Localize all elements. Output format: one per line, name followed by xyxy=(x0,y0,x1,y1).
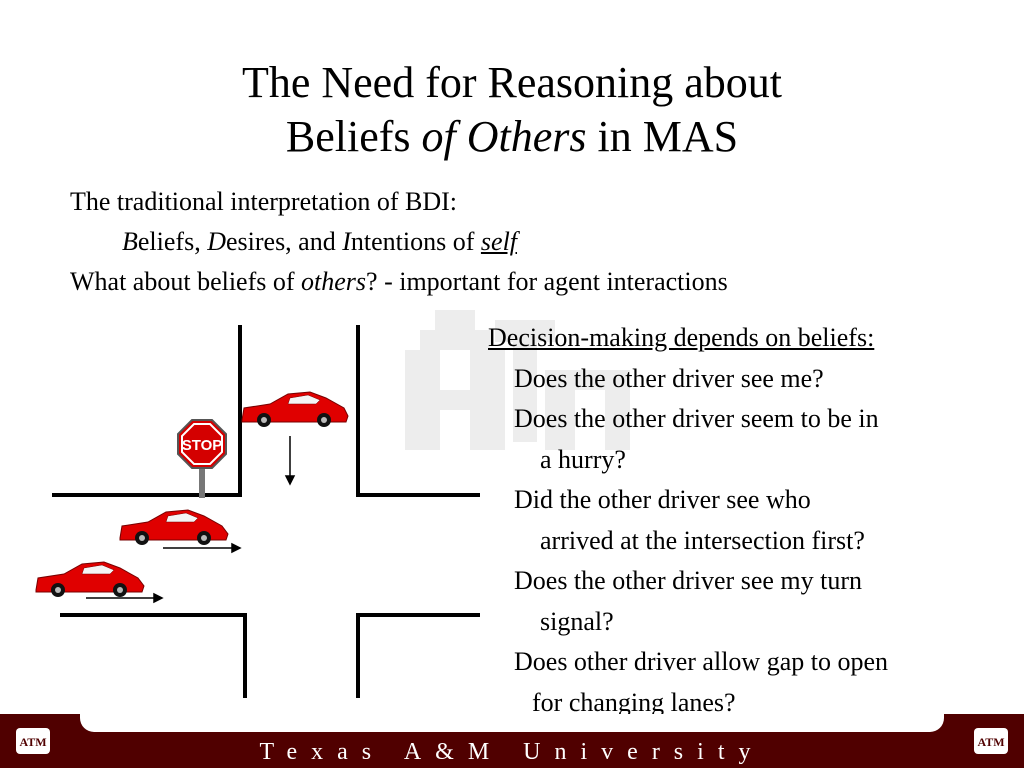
slide-title: The Need for Reasoning about Beliefs of … xyxy=(0,56,1024,164)
road-top-left xyxy=(52,325,242,497)
question-5-cont: for changing lanes? xyxy=(532,687,736,717)
i-rest: ntentions of xyxy=(350,227,481,256)
stop-sign-face xyxy=(177,419,227,469)
intersection-diagram: STOP xyxy=(35,325,480,698)
road-lines xyxy=(52,325,480,698)
title-of-others: of Others xyxy=(421,112,587,161)
self-word: self xyxy=(480,227,518,256)
question-2-cont: a hurry? xyxy=(540,444,626,474)
i-initial: I xyxy=(342,227,351,256)
question-5: Does other driver allow gap to open xyxy=(514,647,889,676)
arrow-down xyxy=(284,436,296,486)
question-3: Did the other driver see who xyxy=(514,485,811,514)
arrow-right-bottom xyxy=(86,592,164,604)
decision-questions: Decision-making depends on beliefs: Does… xyxy=(488,318,888,723)
intro-line-2: Beliefs, Desires, and Intentions of self xyxy=(70,222,728,262)
stop-sign: STOP xyxy=(177,419,227,498)
line3-end: ? - important for agent interactions xyxy=(366,267,728,296)
road-top-right xyxy=(356,325,480,497)
atm-logo-icon-left: ATM xyxy=(16,728,50,754)
intro-line-1: The traditional interpretation of BDI: xyxy=(70,187,457,216)
title-beliefs: Beliefs xyxy=(285,112,422,161)
arrow-right-middle xyxy=(163,542,242,554)
question-2: Does the other driver seem to be in xyxy=(514,404,879,433)
car-middle xyxy=(119,509,229,545)
b-initial: B xyxy=(122,227,138,256)
svg-text:ATM: ATM xyxy=(977,735,1004,749)
d-rest: esires, and xyxy=(225,227,343,256)
title-line-1: The Need for Reasoning about xyxy=(241,58,783,107)
line3-start: What about beliefs of xyxy=(70,267,302,296)
footer-bar: ATM Texas A&M University ATM xyxy=(0,714,1024,768)
intro-text: The traditional interpretation of BDI: B… xyxy=(70,182,728,302)
road-bottom-left xyxy=(60,613,247,698)
car-top xyxy=(241,391,349,427)
question-3-cont: arrived at the intersection first? xyxy=(540,525,865,555)
intro-line-3: What about beliefs of others? - importan… xyxy=(70,262,728,302)
question-4: Does the other driver see my turn xyxy=(514,566,863,595)
road-bottom-right xyxy=(356,613,480,698)
stop-sign-post xyxy=(199,458,205,498)
others-word: others xyxy=(301,267,367,296)
d-initial: D xyxy=(207,227,226,256)
atm-logo-icon-right: ATM xyxy=(974,728,1008,754)
footer-white-band xyxy=(80,714,944,732)
car-bottom xyxy=(35,561,145,597)
footer-university-name: Texas A&M University xyxy=(259,739,765,765)
b-rest: eliefs, xyxy=(137,227,208,256)
question-1: Does the other driver see me? xyxy=(514,363,824,393)
atm-watermark-logo xyxy=(405,310,630,450)
svg-text:ATM: ATM xyxy=(19,735,46,749)
title-in-mas: in MAS xyxy=(586,112,739,161)
questions-heading: Decision-making depends on beliefs: xyxy=(488,323,875,352)
stop-sign-text: STOP xyxy=(182,437,223,454)
title-line-2: Beliefs of Others in MAS xyxy=(0,110,1024,164)
question-4-cont: signal? xyxy=(540,606,614,636)
